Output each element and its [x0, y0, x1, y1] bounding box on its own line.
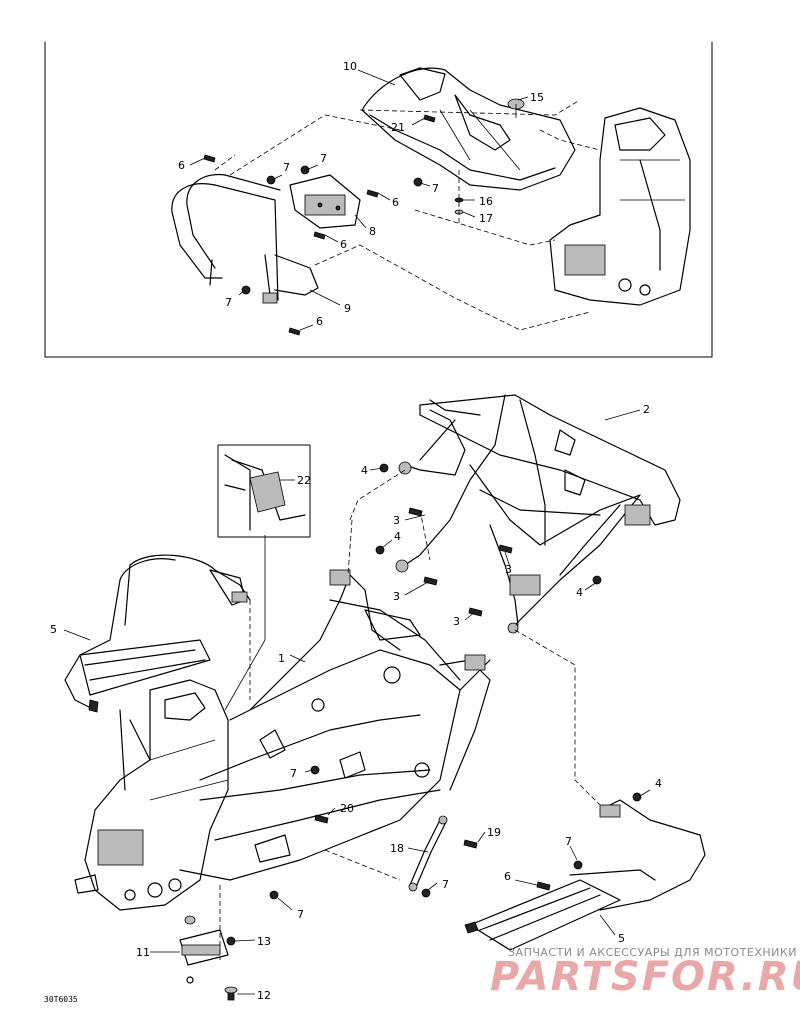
link-rod-18 [408, 815, 448, 892]
callout-20: 20 [340, 802, 354, 815]
callout-9: 9 [344, 302, 351, 315]
callout-3: 3 [505, 563, 512, 576]
callout-13: 13 [257, 935, 271, 948]
callout-18: 18 [390, 842, 404, 855]
callout-2: 2 [643, 403, 650, 416]
detail-inset-22 [217, 444, 311, 711]
callout-21: 21 [391, 121, 405, 134]
watermark: ЗАПЧАСТИ И АКСЕССУАРЫ ДЛЯ МОТОТЕХНИКИ PA… [490, 946, 800, 1000]
callout-11: 11 [136, 946, 150, 959]
rear-frame-2 [395, 394, 681, 634]
callout-5: 5 [50, 623, 57, 636]
callout-3: 3 [453, 615, 460, 628]
callout-4: 4 [655, 777, 662, 790]
callout-19: 19 [487, 826, 501, 839]
callout-6: 6 [504, 870, 511, 883]
callout-6: 6 [316, 315, 323, 328]
callout-6: 6 [178, 159, 185, 172]
callout-7: 7 [290, 767, 297, 780]
callout-17: 17 [479, 212, 493, 225]
drawing-code: 30T6035 [44, 995, 78, 1004]
top-hardware [203, 98, 525, 336]
bumper-inset-panel [44, 41, 713, 358]
fender-front-view [549, 107, 691, 306]
bottom-hardware [184, 463, 642, 1001]
watermark-tagline: ЗАПЧАСТИ И АКСЕССУАРЫ ДЛЯ МОТОТЕХНИКИ [508, 946, 797, 959]
callout-6: 6 [340, 238, 347, 251]
bracket-8 [289, 174, 361, 229]
top-reference-lines [214, 99, 601, 331]
callout-1: 1 [278, 652, 285, 665]
main-frame-1 [179, 569, 491, 881]
callout-15: 15 [530, 91, 544, 104]
callout-7: 7 [297, 908, 304, 921]
bottom-reference-lines [219, 469, 601, 960]
watermark-logo: PARTSFOR.RU [490, 954, 800, 1000]
callout-7: 7 [565, 835, 572, 848]
callout-12: 12 [257, 989, 271, 1002]
front-bumper-9 [171, 173, 319, 304]
callout-4: 4 [394, 530, 401, 543]
callout-labels: 1 2 3 3 3 3 4 4 4 4 5 5 6 6 6 6 6 7 7 7 … [50, 60, 662, 1002]
callout-6: 6 [392, 196, 399, 209]
front-body [74, 679, 229, 911]
callout-4: 4 [361, 464, 368, 477]
callout-7: 7 [432, 182, 439, 195]
leader-lines [63, 69, 651, 995]
bracket-11 [179, 929, 229, 984]
callout-4: 4 [576, 586, 583, 599]
callout-16: 16 [479, 195, 493, 208]
callout-3: 3 [393, 514, 400, 527]
rear-rack-10 [361, 67, 576, 191]
callout-3: 3 [393, 590, 400, 603]
callout-7: 7 [320, 152, 327, 165]
callout-7: 7 [442, 878, 449, 891]
callout-5: 5 [618, 932, 625, 945]
callout-8: 8 [369, 225, 376, 238]
front-rack-5-right [464, 799, 706, 951]
callout-10: 10 [343, 60, 357, 73]
callout-7: 7 [225, 296, 232, 309]
callout-7: 7 [283, 161, 290, 174]
callout-22: 22 [297, 474, 311, 487]
front-rack-5-left [64, 554, 251, 713]
